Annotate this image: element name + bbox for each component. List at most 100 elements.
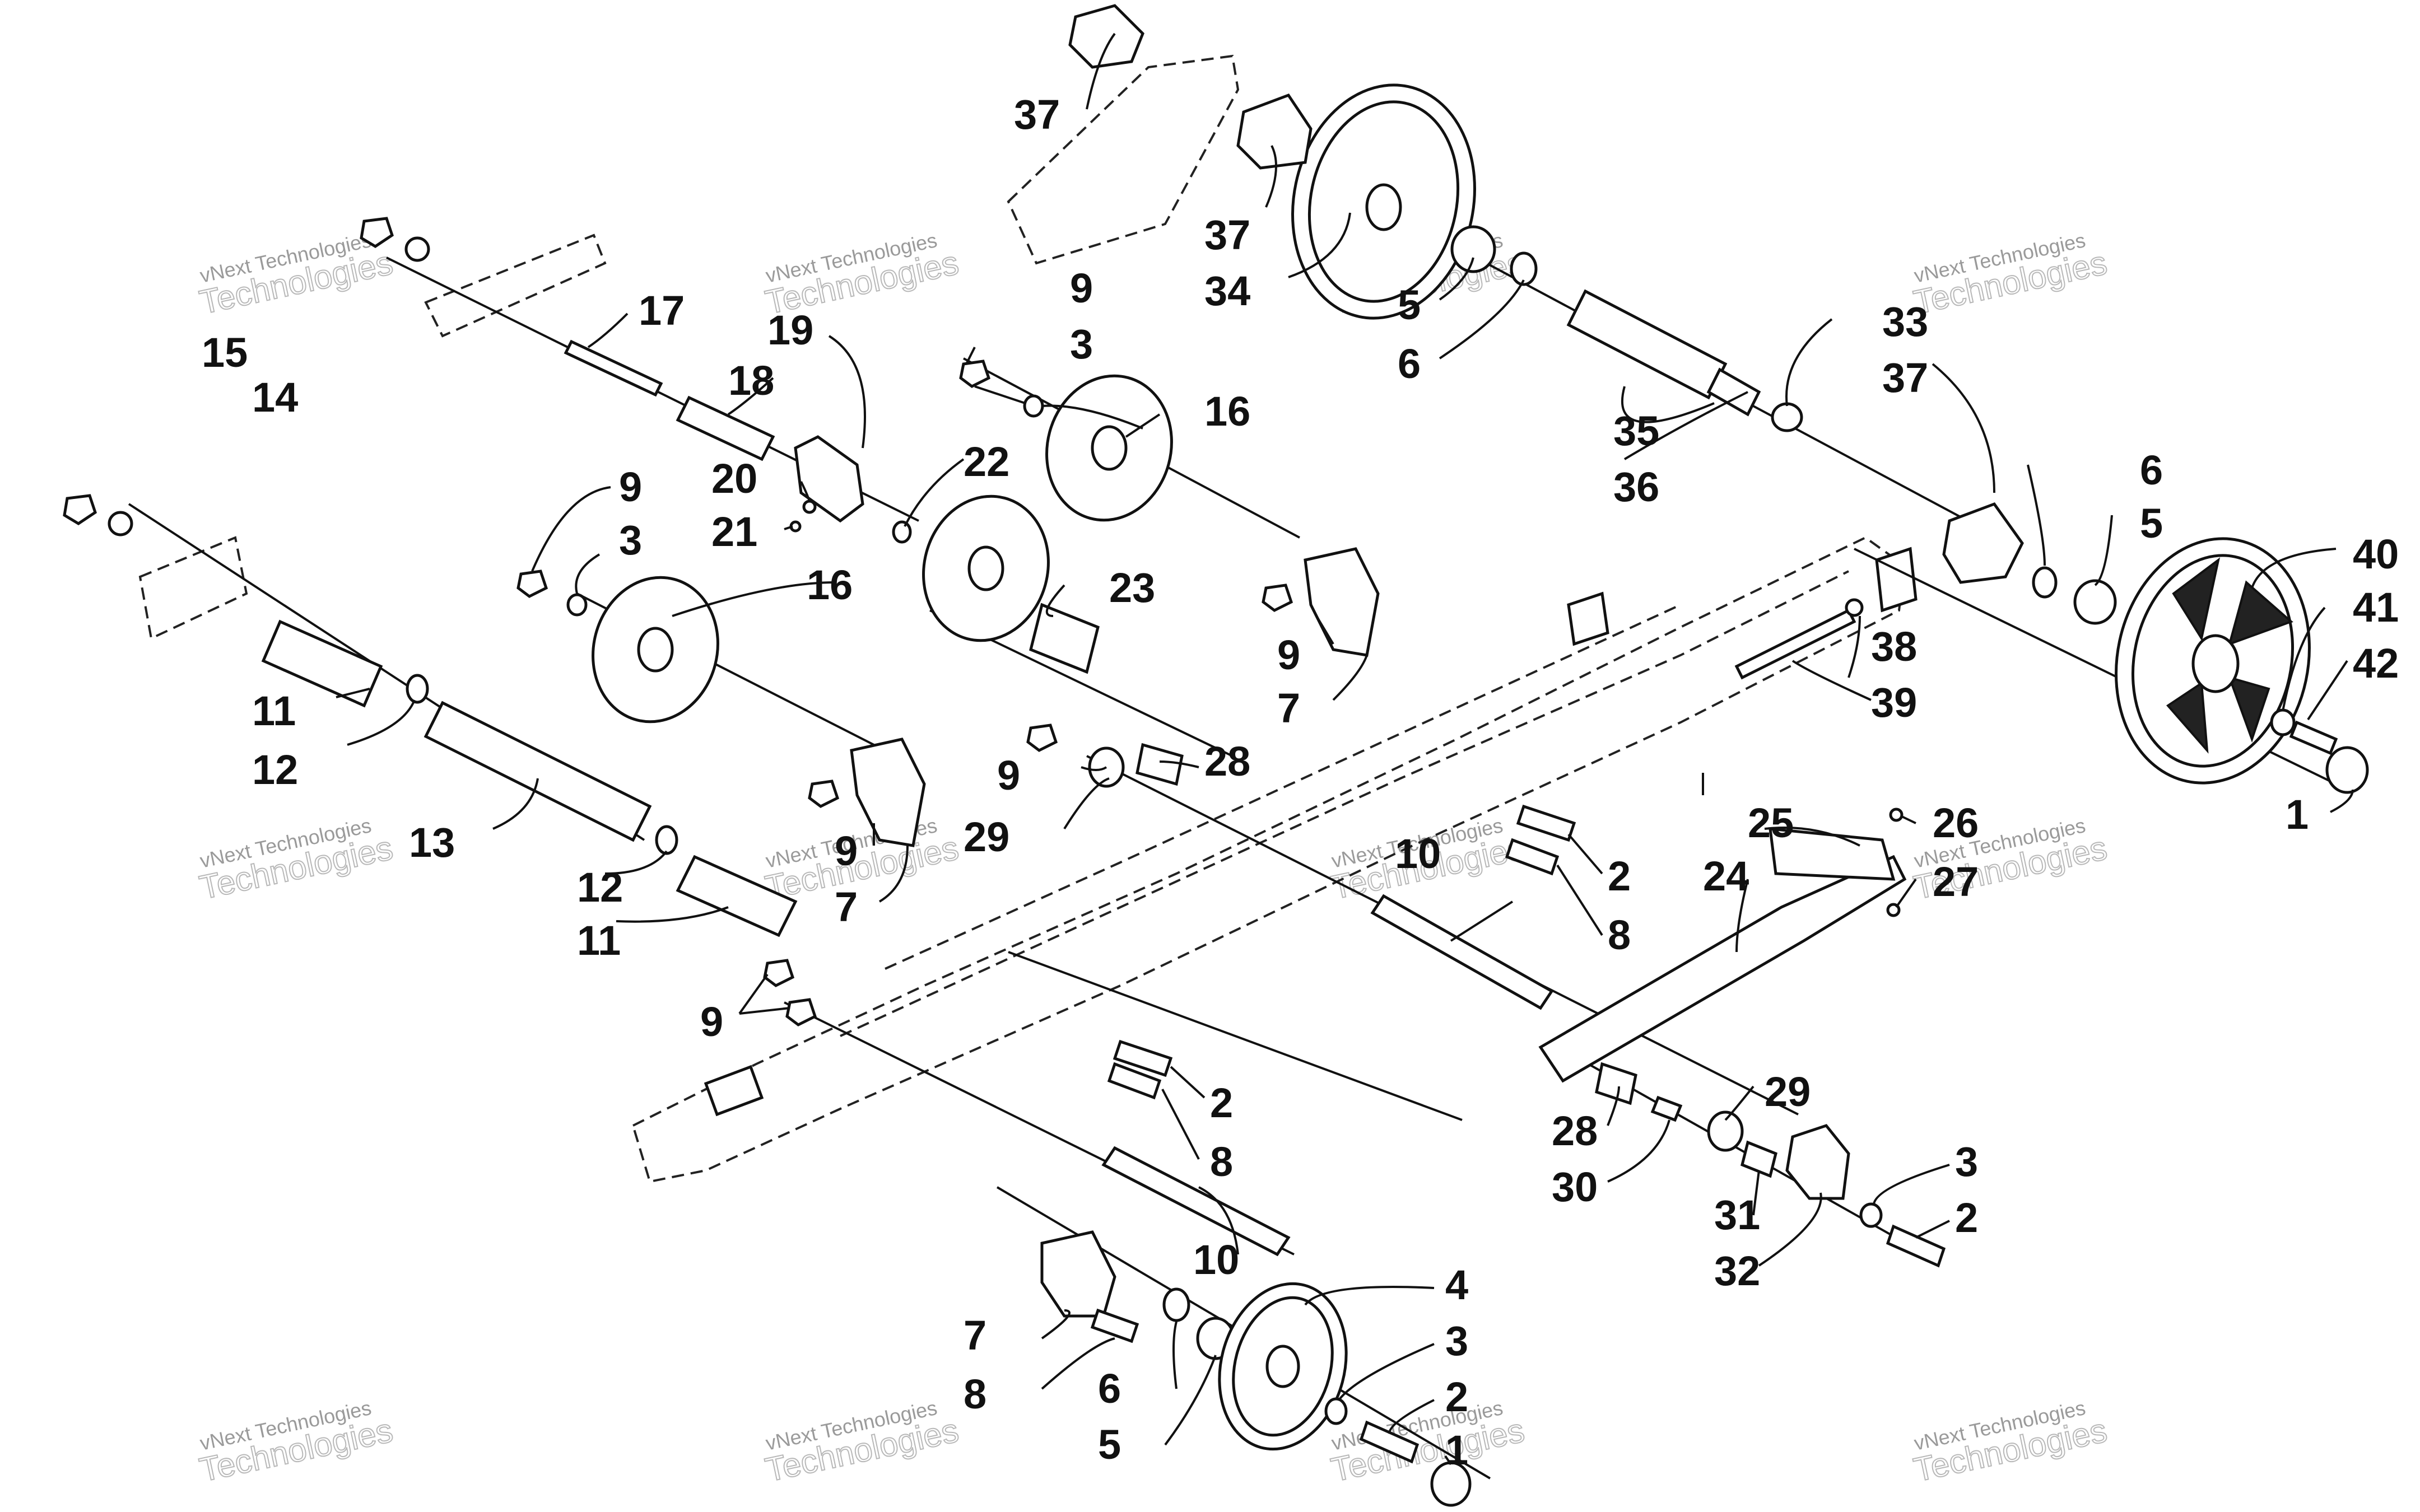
clip-28	[1135, 743, 1184, 786]
washer-22	[892, 520, 912, 544]
screw-26	[1889, 808, 1904, 822]
callout-12: 12	[577, 864, 623, 911]
callout-40: 40	[2353, 531, 2399, 577]
idler-wheel-16	[592, 576, 719, 724]
washer-41	[2270, 708, 2296, 736]
callout-37: 37	[1882, 354, 1928, 401]
callout-2: 2	[1955, 1194, 1978, 1241]
callout-13: 13	[409, 819, 455, 866]
nut-9	[808, 780, 840, 808]
callout-16: 16	[807, 562, 853, 608]
hub-37	[1236, 93, 1313, 170]
callout-5: 5	[2140, 500, 2163, 547]
callout-10: 10	[1193, 1236, 1239, 1283]
bracket-7	[850, 738, 926, 847]
bushing-31	[1740, 1140, 1777, 1178]
callout-10: 10	[1395, 830, 1441, 877]
callout-6: 6	[1398, 340, 1421, 387]
idler-wheel-34	[1291, 83, 1476, 320]
callout-8: 8	[1608, 912, 1631, 958]
callout-7: 7	[964, 1312, 986, 1359]
arm-25	[1769, 827, 1896, 881]
nut-9	[763, 959, 795, 987]
callout-6: 6	[2140, 447, 2163, 493]
bolt-2	[1113, 1039, 1173, 1077]
clip-28	[1595, 1062, 1637, 1105]
callout-7: 7	[835, 884, 858, 930]
callout-38: 38	[1871, 623, 1917, 670]
washer-33	[1771, 402, 1803, 432]
callout-5: 5	[1098, 1421, 1121, 1468]
bolt-8	[1090, 1308, 1139, 1343]
callout-14: 14	[252, 374, 298, 421]
callout-30: 30	[1552, 1164, 1598, 1210]
callout-29: 29	[964, 814, 1009, 860]
rail-bracket	[704, 1065, 764, 1117]
callout-1: 1	[1445, 1427, 1468, 1473]
callout-37: 37	[1204, 212, 1250, 258]
upper-right-rail	[1007, 54, 1240, 265]
bolt-2	[1359, 1420, 1420, 1464]
callout-5: 5	[1398, 282, 1421, 328]
callout-32: 32	[1714, 1248, 1760, 1294]
callout-42: 42	[2353, 640, 2399, 687]
callout-7: 7	[1277, 685, 1300, 731]
shaft-18	[676, 395, 775, 461]
nut-15	[360, 217, 394, 248]
callout-35: 35	[1613, 408, 1659, 454]
callout-29: 29	[1765, 1068, 1811, 1115]
callout-20: 20	[711, 455, 757, 502]
callout-28: 28	[1204, 738, 1250, 785]
nut-9	[1262, 584, 1293, 612]
callout-15: 15	[202, 329, 248, 376]
spacer-23	[1029, 603, 1100, 674]
callout-3: 3	[1445, 1318, 1468, 1364]
star-washer-14	[404, 236, 430, 262]
wheel-40	[2115, 537, 2311, 785]
callout-27: 27	[1933, 858, 1979, 905]
washer-38	[1845, 598, 1864, 617]
nut-9	[516, 570, 548, 598]
bolt-42	[2289, 720, 2338, 755]
washer-3	[1859, 1202, 1883, 1228]
callout-6: 6	[1098, 1365, 1121, 1412]
callout-31: 31	[1714, 1192, 1760, 1238]
callout-24: 24	[1703, 853, 1749, 899]
ring-12	[406, 674, 429, 704]
callout-18: 18	[728, 357, 774, 404]
bolt-2	[1516, 804, 1576, 842]
callout-9: 9	[997, 752, 1020, 799]
nut-15	[63, 494, 97, 525]
washer-3	[566, 593, 588, 617]
callout-1: 1	[2286, 791, 2309, 838]
washer-3	[1023, 394, 1044, 418]
bolt-39	[1734, 608, 1856, 680]
nut-9	[785, 998, 817, 1026]
bolt-10	[1370, 894, 1554, 1010]
cap-1	[2325, 746, 2369, 794]
callout-labels: 37 37 34 5 6 33 37 35 36 6 5 40 41 42 1 …	[202, 91, 2399, 1473]
ring-6	[1510, 251, 1538, 286]
washer-29	[1707, 1110, 1744, 1152]
leader-lines	[336, 32, 2354, 1466]
arm-24	[1538, 855, 1907, 1083]
callout-23: 23	[1109, 564, 1155, 611]
tube-11	[676, 855, 798, 937]
tube-13	[424, 701, 652, 842]
tube-11	[261, 619, 383, 708]
callout-41: 41	[2353, 584, 2399, 631]
callout-2: 2	[1210, 1080, 1233, 1126]
callout-2: 2	[1445, 1374, 1468, 1420]
callout-8: 8	[1210, 1138, 1233, 1185]
callout-2: 2	[1608, 853, 1631, 899]
callout-11: 11	[252, 688, 296, 734]
bolt-8	[1107, 1062, 1162, 1100]
callout-9: 9	[1277, 632, 1300, 678]
callout-22: 22	[964, 438, 1009, 485]
bolt-10	[1101, 1146, 1291, 1257]
bracket-7	[1304, 547, 1380, 657]
axle-shaft-35	[1566, 289, 1728, 400]
idler-wheel-16	[922, 494, 1050, 642]
bolt-8	[1505, 838, 1560, 876]
